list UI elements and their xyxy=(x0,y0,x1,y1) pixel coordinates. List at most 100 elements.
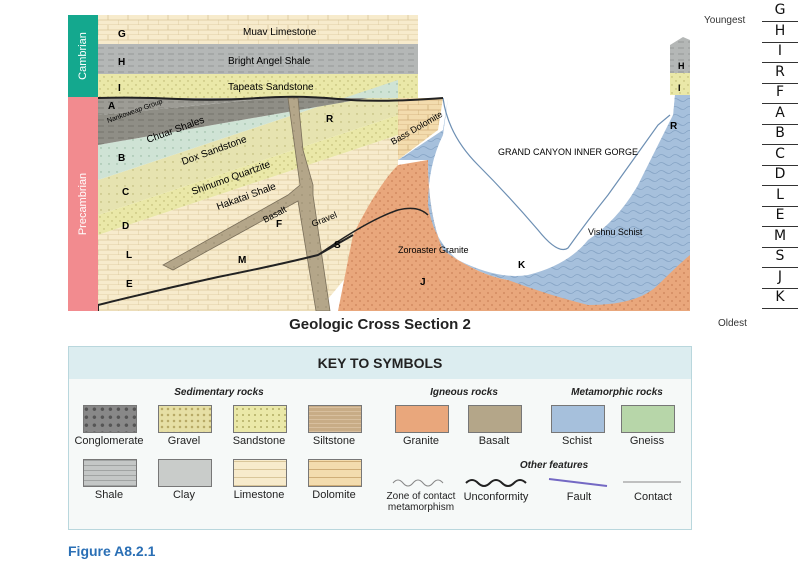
sequence-line xyxy=(762,287,798,289)
label-h: H xyxy=(118,57,125,68)
label-c: C xyxy=(122,187,129,198)
sequence-entry[interactable]: R xyxy=(775,63,785,80)
granite-swatch xyxy=(395,405,449,433)
label-e: E xyxy=(126,279,133,290)
sequence-entry[interactable]: D xyxy=(774,166,786,182)
conglomerate-swatch xyxy=(83,405,137,433)
tapeats-label: Tapeats Sandstone xyxy=(228,82,314,93)
key-to-symbols: KEY TO SYMBOLS Sedimentary rocks Igneous… xyxy=(68,346,692,530)
granite-label: Granite xyxy=(402,435,440,447)
siltstone-swatch xyxy=(308,405,362,433)
contact-metamorphism-symbol xyxy=(392,479,444,487)
sequence-entry[interactable]: I xyxy=(777,43,783,59)
label-r: R xyxy=(326,114,334,125)
sequence-entry[interactable]: S xyxy=(775,248,785,264)
label-h-right: H xyxy=(678,61,685,71)
sequence-line xyxy=(762,267,798,268)
layer-h-right xyxy=(670,45,690,73)
layer-l xyxy=(98,115,398,235)
schist-label: Schist xyxy=(562,435,592,447)
sequence-entry[interactable]: B xyxy=(775,125,785,141)
layer-b xyxy=(98,98,368,145)
sequence-entry[interactable]: C xyxy=(775,145,785,162)
precambrian-label: Precambrian xyxy=(77,172,90,236)
sequence-line xyxy=(762,82,798,84)
sequence-entry[interactable]: J xyxy=(777,268,783,285)
sequence-entry[interactable]: A xyxy=(775,104,785,121)
sequence-entry[interactable]: H xyxy=(774,22,786,39)
sequence-line xyxy=(762,62,798,63)
sandstone-swatch xyxy=(233,405,287,433)
sequence-entry[interactable]: K xyxy=(775,289,785,305)
basalt-swatch xyxy=(468,405,522,433)
sequence-line xyxy=(762,308,798,309)
sequence-line xyxy=(762,185,798,186)
gneiss-label: Gneiss xyxy=(629,435,665,447)
label-i: I xyxy=(118,83,121,94)
sequence-entry[interactable]: L xyxy=(776,186,784,203)
vishnu-schist xyxy=(398,60,690,311)
sandstone-label: Sandstone xyxy=(232,435,286,447)
contact-metamorphism-label: Zone of contact metamorphism xyxy=(386,491,456,513)
conglomerate-label: Conglomerate xyxy=(74,435,144,447)
layer-d xyxy=(98,80,398,215)
label-l: L xyxy=(126,250,132,261)
shale-label: Shale xyxy=(94,489,124,501)
layer-h xyxy=(98,44,418,74)
dolomite-swatch xyxy=(308,459,362,487)
other-features-heading: Other features xyxy=(519,460,589,471)
metamorphic-heading: Metamorphic rocks xyxy=(571,387,663,398)
schist-swatch xyxy=(551,405,605,433)
cambrian-band: Cambrian xyxy=(68,15,98,97)
label-f: F xyxy=(276,219,282,230)
zoroaster-label: Zoroaster Granite xyxy=(398,245,469,255)
sedimentary-heading: Sedimentary rocks xyxy=(174,387,264,398)
layer-bass xyxy=(398,98,443,160)
label-j: J xyxy=(420,277,426,288)
bright-angel-label: Bright Angel Shale xyxy=(228,56,311,67)
youngest-label: Youngest xyxy=(704,15,746,26)
precambrian-band: Precambrian xyxy=(68,97,98,311)
sequence-line xyxy=(762,21,798,22)
layer-a xyxy=(98,98,273,115)
sequence-line xyxy=(762,41,798,43)
siltstone-label: Siltstone xyxy=(312,435,356,447)
sequence-line xyxy=(762,103,798,104)
sequence-entry[interactable]: E xyxy=(775,207,785,223)
sequence-line xyxy=(762,123,798,125)
limestone-swatch xyxy=(233,459,287,487)
unconformity-symbol xyxy=(465,479,527,487)
layer-i-right xyxy=(670,73,690,95)
inner-gorge-label: GRAND CANYON INNER GORGE xyxy=(498,147,638,157)
label-s: S xyxy=(334,240,341,251)
shale-swatch xyxy=(83,459,137,487)
sequence-line xyxy=(762,205,798,207)
label-a: A xyxy=(108,101,115,112)
unconformity-label: Unconformity xyxy=(463,491,529,503)
cross-section-diagram: G H I A B C D L E M F R S J K R H I Muav… xyxy=(98,15,690,311)
gravel-label-key: Gravel xyxy=(167,435,201,447)
sequence-entry[interactable]: G xyxy=(774,2,786,18)
basalt-label-key: Basalt xyxy=(478,435,510,447)
label-m: M xyxy=(238,255,246,266)
label-r-right: R xyxy=(670,121,678,132)
zoroaster-granite xyxy=(338,160,512,311)
sequence-entry[interactable]: M xyxy=(773,227,787,244)
contact-symbol xyxy=(623,481,681,483)
label-b: B xyxy=(118,153,125,164)
oldest-label: Oldest xyxy=(718,318,747,329)
sequence-entry[interactable]: F xyxy=(775,84,785,100)
sequence-line xyxy=(762,164,798,166)
fault-symbol xyxy=(548,478,608,487)
label-d: D xyxy=(122,221,129,232)
layer-g xyxy=(98,15,418,44)
key-title: KEY TO SYMBOLS xyxy=(69,347,691,379)
vishnu-label: Vishnu Schist xyxy=(588,227,643,237)
clay-label: Clay xyxy=(172,489,195,501)
clay-swatch xyxy=(158,459,212,487)
cross-section-title: Geologic Cross Section 2 xyxy=(289,316,471,333)
contact-label: Contact xyxy=(634,491,672,503)
gneiss-swatch xyxy=(621,405,675,433)
sequence-line xyxy=(762,246,798,248)
muav-label: Muav Limestone xyxy=(243,27,317,38)
